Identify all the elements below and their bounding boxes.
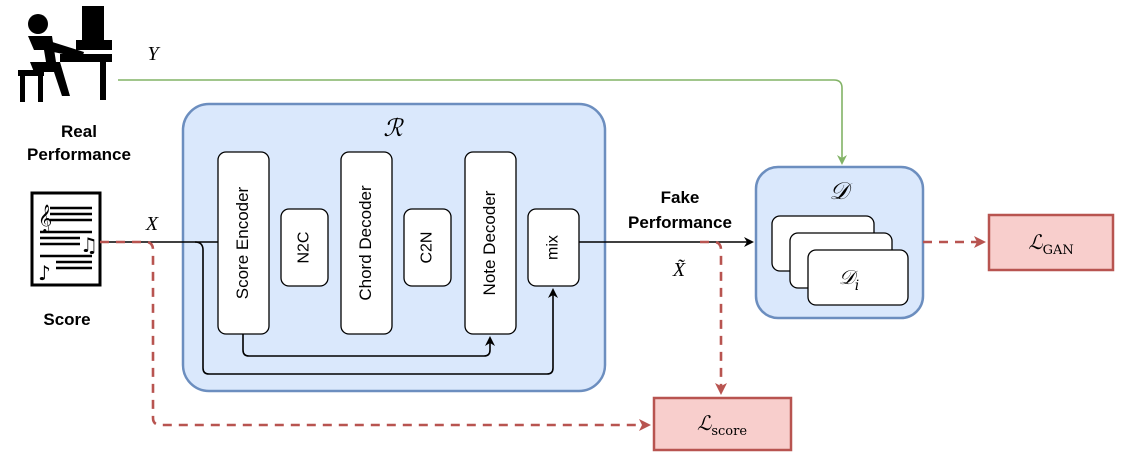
loss-arrows [100,236,986,431]
real-performance-arrow [118,79,847,165]
mix-module [527,208,580,287]
score-label: Score [43,310,90,329]
gan-loss-box [987,213,1115,272]
x-variable-label: X [145,213,159,235]
generator-symbol: ℛ [383,114,404,142]
c2n-module [403,208,452,287]
fake-performance-label-line1: Fake [661,188,700,207]
mix-label: mix [545,235,562,260]
pianist-icon [18,6,112,102]
discriminator-sub-label: 𝒟i [839,265,859,294]
svg-text:𝄞: 𝄞 [38,204,52,233]
n2c-label: N2C [296,231,313,263]
n2c-module [280,208,329,287]
chord-decoder-label: Chord Decoder [356,185,375,301]
fake-performance-label-line2: Performance [628,213,732,232]
note-decoder-module [464,151,517,335]
score-loss-label: ℒscore [697,411,747,439]
y-variable-label: Y [147,43,160,65]
discriminator-sub-module [807,249,909,306]
score-loss-box [652,396,793,452]
chord-decoder-module [340,151,393,335]
real-performance-label-line2: Performance [27,145,131,164]
gan-loss-label: ℒGAN [1028,230,1074,258]
real-performance-label-line1: Real [61,122,97,141]
svg-text:♪: ♪ [38,261,51,285]
sheet-music-icon: 𝄞 ♫ ♪ [30,191,102,287]
c2n-label: C2N [419,231,436,263]
x-tilde-variable-label: X̃ [672,258,686,281]
note-decoder-label: Note Decoder [480,190,499,295]
svg-text:♫: ♫ [80,233,98,257]
score-encoder-label: Score Encoder [233,186,252,299]
